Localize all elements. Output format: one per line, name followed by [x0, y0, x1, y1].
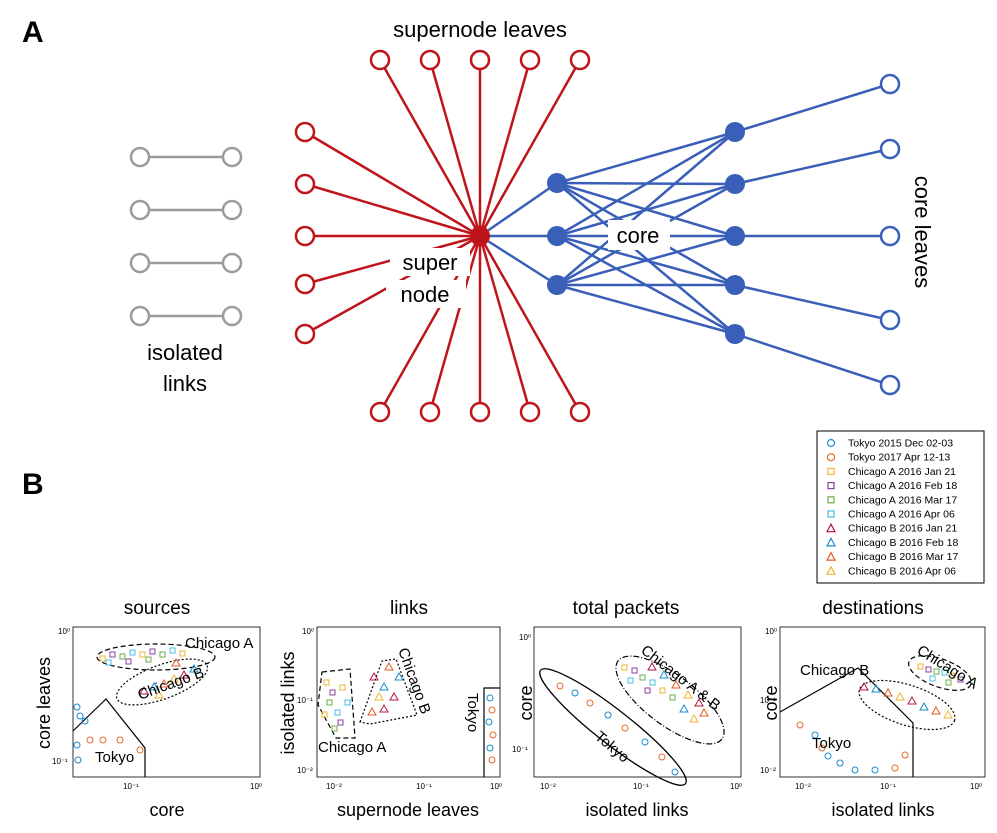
y-axis-label: isolated links	[278, 651, 298, 754]
plot-title: destinations	[822, 598, 923, 619]
xtick: 10⁻¹	[123, 782, 139, 791]
xtick: 10⁰	[970, 782, 982, 791]
panel-b-letter: B	[22, 468, 44, 501]
xtick: 10⁻²	[540, 782, 556, 791]
ytick: 10⁰	[58, 627, 70, 636]
xtick: 10⁻¹	[633, 782, 649, 791]
ytick: 10⁰	[519, 633, 531, 642]
panel-a-letter: A	[22, 16, 44, 49]
plot-destinations: destinations 10⁰ 10⁻¹ 10⁻² 10⁻² 10⁻¹ 10⁰…	[760, 598, 986, 820]
plot-total-packets: total packets 10⁰ 10⁻¹ 10⁻² 10⁻¹ 10⁰ iso…	[512, 598, 742, 820]
annotation: Tokyo	[812, 735, 851, 752]
legend-circle-marker	[826, 453, 836, 462]
legend-label: Chicago B 2016 Jan 21	[848, 523, 957, 535]
plot-sources: sources 10⁰ 10⁻¹ 10⁻¹ 10⁰ core core leav…	[34, 598, 262, 820]
legend-label: Tokyo 2015 Dec 02-03	[848, 438, 953, 450]
plot-links: links 10⁰ 10⁻¹ 10⁻² 10⁻² 10⁻¹ 10⁰ supern…	[278, 598, 502, 820]
x-axis-label: core	[149, 800, 184, 820]
core-nodes	[547, 122, 745, 344]
y-axis-label: core leaves	[34, 657, 54, 749]
xtick: 10⁻²	[795, 782, 811, 791]
legend-label: Chicago B 2016 Apr 06	[848, 565, 956, 577]
legend-label: Chicago A 2016 Apr 06	[848, 509, 955, 521]
ytick: 10⁻¹	[52, 757, 68, 766]
core-leaves-label: core leaves	[910, 176, 935, 289]
ytick: 10⁻¹	[297, 696, 313, 705]
legend-square-marker	[827, 510, 835, 518]
legend-label: Chicago A 2016 Jan 21	[848, 466, 956, 478]
ytick: 10⁻¹	[512, 745, 528, 754]
core-label: core	[617, 223, 660, 248]
xtick: 10⁻¹	[416, 782, 432, 791]
node-label: node	[401, 282, 450, 307]
links-label: links	[163, 371, 207, 396]
xtick: 10⁰	[250, 782, 262, 791]
legend-circle-marker	[826, 438, 836, 448]
annotation: Tokyo	[95, 749, 134, 766]
legend-square-marker	[827, 482, 835, 490]
legend-triangle-marker	[826, 565, 836, 575]
legend-triangle-marker	[826, 551, 836, 561]
legend-triangle-marker	[826, 537, 836, 547]
x-axis-label: isolated links	[831, 800, 934, 820]
x-axis-label: supernode leaves	[337, 800, 479, 820]
plot-title: total packets	[573, 598, 680, 619]
plot-title: links	[390, 598, 428, 619]
ytick: 10⁻²	[760, 766, 776, 775]
plot-title: sources	[124, 598, 191, 619]
supernode-leaves-label: supernode leaves	[393, 17, 567, 42]
x-axis-label: isolated links	[585, 800, 688, 820]
supernode	[470, 226, 490, 246]
core-network	[479, 73, 901, 396]
legend-label: Chicago B 2016 Mar 17	[848, 551, 958, 563]
xtick: 10⁻²	[326, 782, 342, 791]
legend-label: Chicago B 2016 Feb 18	[848, 537, 958, 549]
annotation: Tokyo	[464, 693, 481, 732]
xtick: 10⁻¹	[880, 782, 896, 791]
legend-label: Chicago A 2016 Mar 17	[848, 494, 957, 506]
legend-label: Tokyo 2017 Apr 12-13	[848, 452, 950, 464]
legend-square-marker	[827, 496, 835, 504]
super-label: super	[402, 250, 457, 275]
legend-triangle-marker	[826, 522, 836, 533]
isolated-label: isolated	[147, 340, 223, 365]
annotation: Chicago B	[800, 662, 869, 679]
ytick: 10⁻²	[297, 766, 313, 775]
y-axis-label: core	[761, 685, 781, 720]
legend-label: Chicago A 2016 Feb 18	[848, 480, 957, 492]
isolated-links-group	[129, 146, 243, 327]
legend-square-marker	[827, 467, 835, 475]
xtick: 10⁰	[490, 782, 502, 791]
annotation: Chicago A	[318, 739, 386, 756]
annotation: Chicago A	[185, 635, 253, 652]
ytick: 10⁻¹	[760, 696, 776, 705]
ytick: 10⁰	[302, 627, 314, 636]
xtick: 10⁰	[730, 782, 742, 791]
ytick: 10⁰	[765, 627, 777, 636]
y-axis-label: core	[516, 685, 536, 720]
